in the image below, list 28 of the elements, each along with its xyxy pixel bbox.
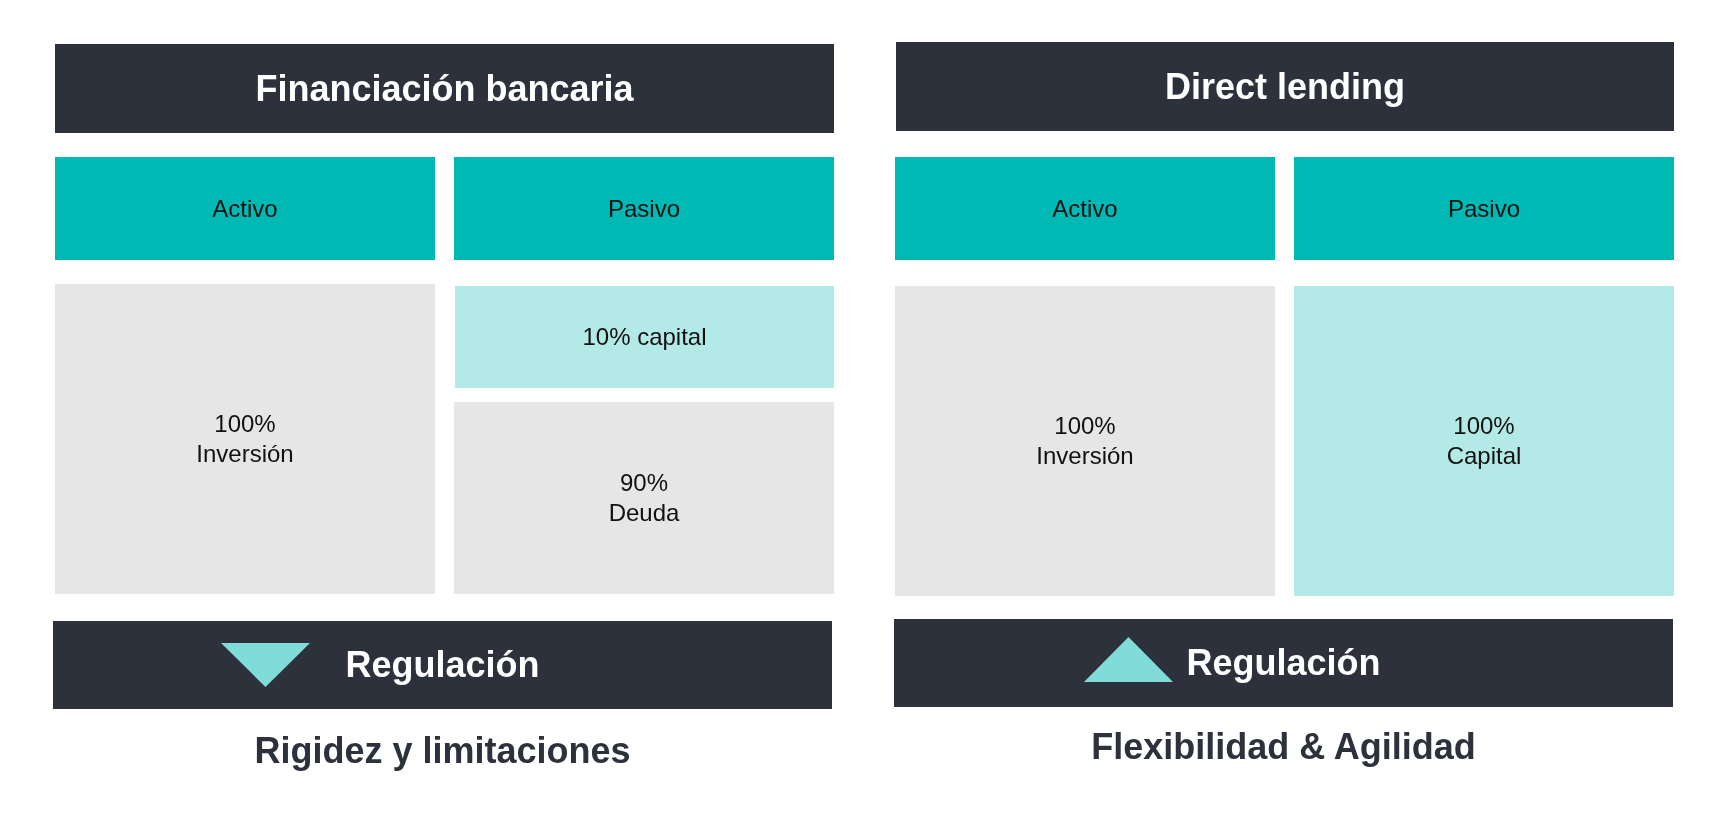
balance-block <box>455 286 834 388</box>
banner-text: Regulación <box>345 643 540 687</box>
block-text: 100% Inversión <box>1036 411 1134 471</box>
header-text: Pasivo <box>1447 193 1520 224</box>
column-header <box>1294 157 1674 260</box>
caption-text: Rigidez y limitaciones <box>254 729 631 773</box>
title-bar <box>896 42 1674 131</box>
title-text: Direct lending <box>1165 64 1405 109</box>
banner-text: Regulación <box>1186 641 1381 685</box>
balance-block <box>55 284 435 594</box>
block-text: 10% capital <box>582 322 707 352</box>
column-header <box>55 157 435 260</box>
caption-text: Flexibilidad & Agilidad <box>1091 725 1476 769</box>
balance-block <box>895 286 1275 596</box>
banner-bar <box>53 621 832 709</box>
header-text: Activo <box>1052 193 1118 224</box>
block-text: 100% Inversión <box>196 409 294 469</box>
balance-block <box>1294 286 1674 596</box>
block-text: 90% Deuda <box>608 468 680 528</box>
column-header <box>454 157 834 260</box>
title-text: Financiación bancaria <box>255 66 634 111</box>
column-header <box>895 157 1275 260</box>
title-bar <box>55 44 834 133</box>
banner-bar <box>894 619 1673 707</box>
balance-block <box>454 402 834 594</box>
block-text: 100% Capital <box>1446 411 1522 471</box>
header-text: Activo <box>212 193 278 224</box>
header-text: Pasivo <box>607 193 680 224</box>
